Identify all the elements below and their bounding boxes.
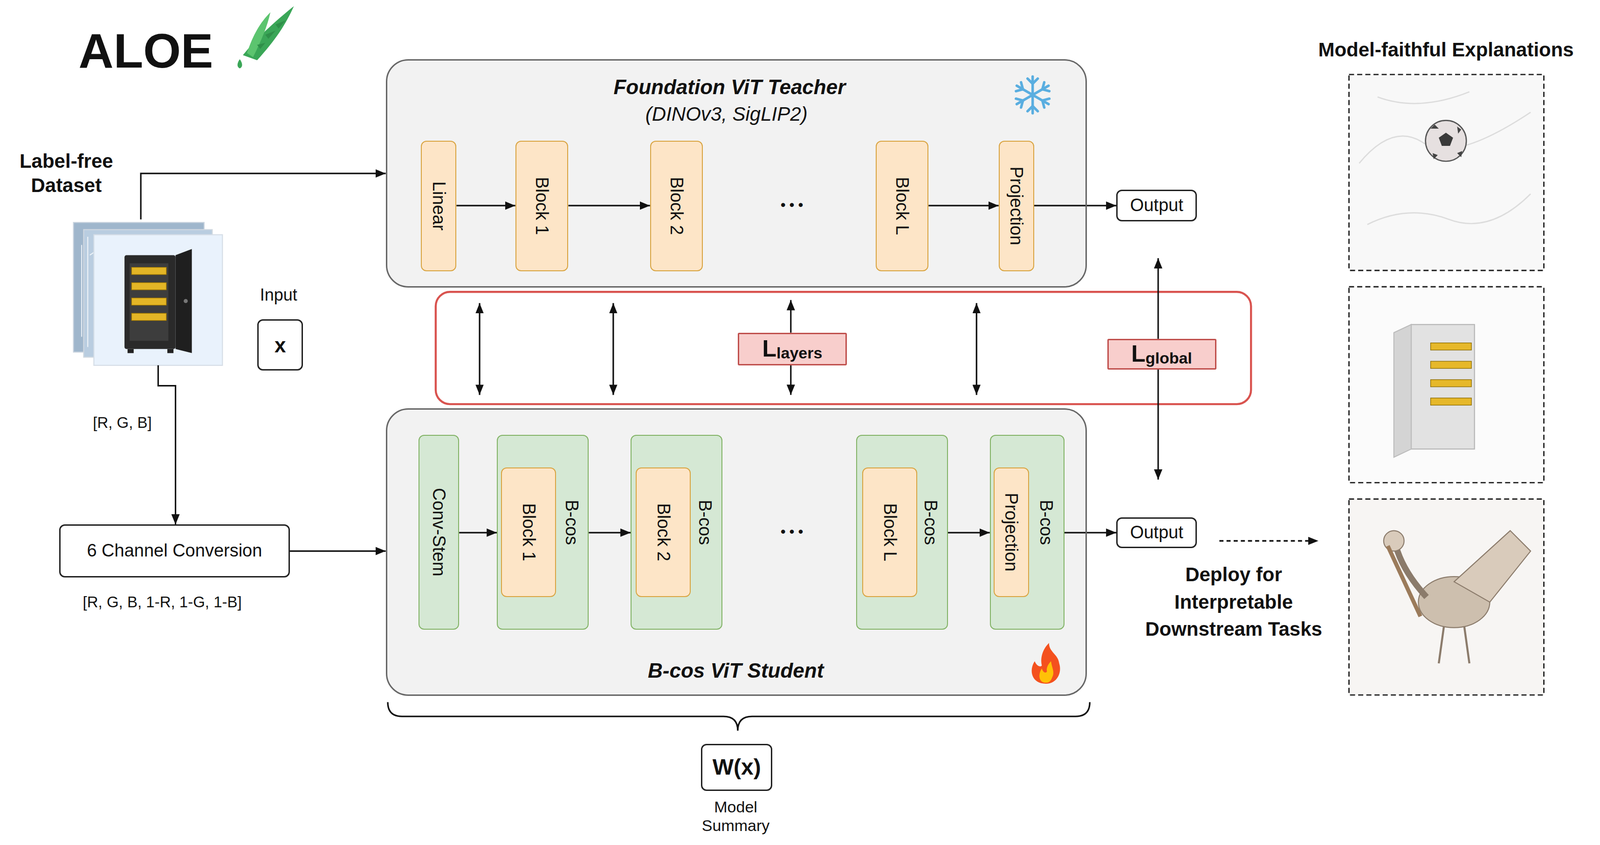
loss-symbol: L	[1131, 340, 1146, 367]
teacher-model-box: Foundation ViT Teacher(DINOv3, SigLIP2) L…	[385, 59, 1087, 288]
block-label: Block L	[891, 177, 914, 236]
loss-box: Lglobal	[1107, 338, 1217, 370]
panel-heading: Model-faithful Explanations	[1318, 37, 1574, 63]
block-label: Conv-Stem	[427, 487, 451, 577]
loss-subscript: global	[1145, 349, 1193, 367]
layer-block: Block L	[862, 467, 918, 598]
output-box: Output	[1116, 189, 1197, 222]
dataset-heading: Label-free Dataset	[0, 149, 132, 199]
model-title: Foundation ViT Teacher	[613, 74, 846, 100]
bcos-wrapper: B-cos Block L	[856, 434, 948, 630]
block-label: Linear	[427, 181, 451, 231]
block-label: Block 1	[530, 177, 554, 236]
ellipsis: • • •	[780, 196, 804, 214]
diagram-title: ALOE	[78, 20, 214, 82]
wrapper-label: B-cos	[693, 499, 717, 545]
output-label: Output	[1130, 521, 1184, 544]
layer-block: Linear	[420, 140, 457, 272]
arrow-connector	[1157, 369, 1159, 480]
layer-block: Block 2	[635, 467, 691, 598]
arrow-connector	[588, 531, 631, 534]
explanation-panel	[1348, 499, 1544, 695]
frozen-icon	[1014, 76, 1051, 114]
arrow-connector	[568, 205, 650, 207]
wrapper-label: B-cos	[1034, 499, 1058, 545]
dataset-images	[73, 222, 223, 366]
deploy-arrow	[1219, 540, 1319, 542]
trainable-icon	[1031, 642, 1061, 684]
layer-block: Projection	[998, 140, 1035, 272]
arrow-connector	[1064, 531, 1117, 534]
layer-block: Block L	[875, 140, 929, 272]
bcos-wrapper: B-cos Projection	[989, 434, 1065, 630]
process-label: 6 Channel Conversion	[86, 539, 262, 563]
channel-note: [R, G, B, 1-R, 1-G, 1-B]	[82, 592, 242, 612]
student-model-box: B-cos ViT StudentConv-StemB-cosBlock 1B-…	[385, 408, 1087, 696]
ellipsis: • • •	[780, 522, 804, 541]
bcos-wrapper: B-cos Block 1	[496, 434, 589, 630]
container-fill	[385, 408, 1087, 696]
arrow-connector	[157, 365, 176, 525]
layer-block: Block 2	[650, 140, 704, 272]
loss-label: Lglobal	[1131, 342, 1193, 366]
loss-symbol: L	[762, 335, 777, 362]
arrow-connector	[789, 300, 792, 333]
process-box: 6 Channel Conversion	[59, 524, 290, 578]
output-label: Output	[1130, 194, 1184, 217]
arrow-connector	[459, 531, 497, 534]
summary-symbol: W(x)	[712, 753, 762, 782]
layer-block: Projection	[993, 467, 1030, 598]
container-fill	[385, 59, 1087, 288]
input-heading: Input	[260, 284, 298, 306]
block-label: Block 2	[652, 502, 675, 562]
output-box: Output	[1116, 517, 1197, 549]
block-label: Projection	[1005, 166, 1028, 246]
aloe-icon	[237, 6, 295, 69]
arrow-connector	[1034, 205, 1117, 207]
block-label: Projection	[1000, 492, 1023, 572]
model-subtitle: (DINOv3, SigLIP2)	[645, 102, 808, 127]
deploy-note: Deploy for Interpretable Downstream Task…	[1131, 561, 1337, 644]
wrapper-label: B-cos	[919, 499, 942, 545]
loss-subscript: layers	[776, 343, 823, 362]
arrow-connector	[1157, 258, 1159, 339]
conv-stem-block: Conv-Stem	[418, 434, 460, 630]
arrow-connector	[140, 173, 386, 220]
input-symbol: x	[274, 332, 286, 358]
arrow-connector	[456, 205, 516, 207]
explanation-panel	[1348, 74, 1544, 271]
arrow-connector	[289, 550, 386, 552]
summary-brace	[387, 701, 1090, 731]
model-title: B-cos ViT Student	[647, 657, 824, 684]
summary-caption: Model Summary	[689, 797, 783, 836]
block-label: Block L	[878, 502, 901, 562]
layer-block: Block 1	[501, 467, 557, 598]
arrow-connector	[789, 365, 792, 396]
arrow-connector	[928, 205, 999, 207]
layer-block: Block 1	[515, 140, 569, 272]
arrow-connector	[947, 531, 990, 534]
input-box: Inputx	[257, 319, 304, 371]
block-label: Block 2	[665, 177, 688, 236]
edge-label: [R, G, B]	[92, 412, 152, 433]
bcos-wrapper: B-cos Block 2	[630, 434, 723, 630]
model-summary-box: W(x)Model Summary	[700, 743, 773, 791]
dataset-image-stack: Label-free Dataset	[73, 219, 223, 366]
loss-box: Llayers	[737, 332, 847, 366]
block-label: Block 1	[517, 502, 540, 562]
loss-label: Llayers	[762, 336, 823, 361]
loss-region	[435, 291, 1251, 405]
explanation-panel	[1348, 286, 1544, 483]
wrapper-label: B-cos	[560, 499, 583, 545]
